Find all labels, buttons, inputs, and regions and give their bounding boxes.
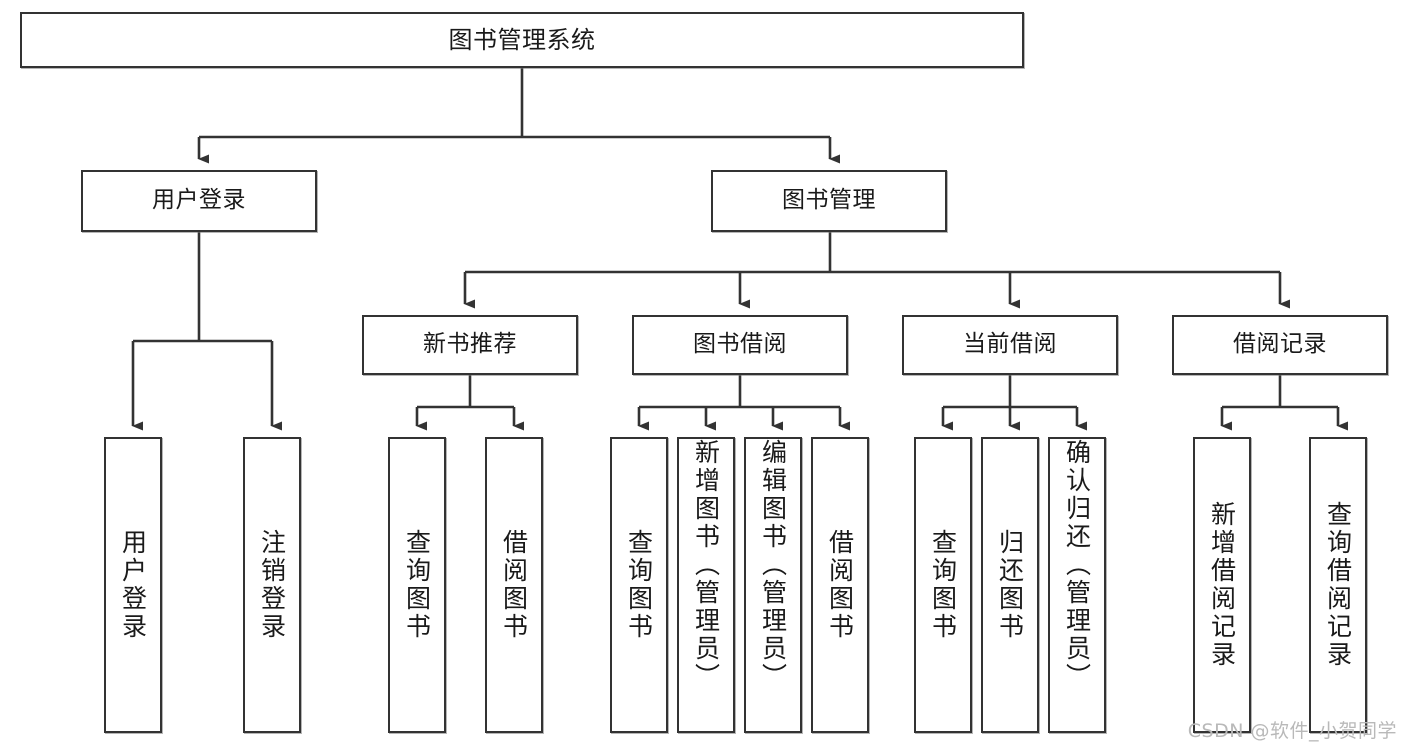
node-label: 查询图书	[928, 529, 958, 641]
node-label: 当前借阅	[963, 331, 1057, 358]
node-leaf-query-book-1[interactable]: 查询图书	[388, 437, 446, 733]
node-leaf-borrow-book-1[interactable]: 借阅图书	[485, 437, 543, 733]
node-leaf-return-book[interactable]: 归还图书	[981, 437, 1039, 733]
node-label: 查询借阅记录	[1323, 501, 1353, 669]
node-leaf-borrow-book-2[interactable]: 借阅图书	[811, 437, 869, 733]
node-label: 查询图书	[402, 529, 432, 641]
node-leaf-confirm-return[interactable]: 确认归还（管理员）	[1048, 437, 1106, 733]
node-current-borrow[interactable]: 当前借阅	[902, 315, 1118, 375]
node-label: 确认归还（管理员）	[1062, 439, 1092, 691]
node-label: 归还图书	[995, 529, 1025, 641]
node-leaf-logout-login[interactable]: 注销登录	[243, 437, 301, 733]
node-label: 借阅图书	[825, 529, 855, 641]
node-user-login[interactable]: 用户登录	[81, 170, 317, 232]
node-new-book-recommend[interactable]: 新书推荐	[362, 315, 578, 375]
node-label: 查询图书	[624, 529, 654, 641]
node-label: 图书借阅	[693, 331, 787, 358]
node-leaf-query-record[interactable]: 查询借阅记录	[1309, 437, 1367, 733]
node-label: 注销登录	[257, 529, 287, 641]
node-leaf-edit-book[interactable]: 编辑图书（管理员）	[744, 437, 802, 733]
node-leaf-query-book-3[interactable]: 查询图书	[914, 437, 972, 733]
node-leaf-add-book[interactable]: 新增图书（管理员）	[677, 437, 735, 733]
node-book-manage[interactable]: 图书管理	[711, 170, 947, 232]
node-label: 图书管理	[782, 187, 876, 214]
node-label: 图书管理系统	[448, 25, 596, 54]
node-label: 用户登录	[118, 529, 148, 641]
node-label: 借阅记录	[1233, 331, 1327, 358]
node-label: 编辑图书（管理员）	[758, 439, 788, 691]
node-borrow-record[interactable]: 借阅记录	[1172, 315, 1388, 375]
node-label: 新增图书（管理员）	[691, 439, 721, 691]
node-leaf-query-book-2[interactable]: 查询图书	[610, 437, 668, 733]
node-leaf-user-login[interactable]: 用户登录	[104, 437, 162, 733]
node-label: 借阅图书	[499, 529, 529, 641]
node-book-borrow[interactable]: 图书借阅	[632, 315, 848, 375]
node-label: 用户登录	[152, 187, 246, 214]
node-leaf-add-record[interactable]: 新增借阅记录	[1193, 437, 1251, 733]
node-root-system[interactable]: 图书管理系统	[20, 12, 1024, 68]
node-label: 新书推荐	[423, 331, 517, 358]
node-label: 新增借阅记录	[1207, 501, 1237, 669]
